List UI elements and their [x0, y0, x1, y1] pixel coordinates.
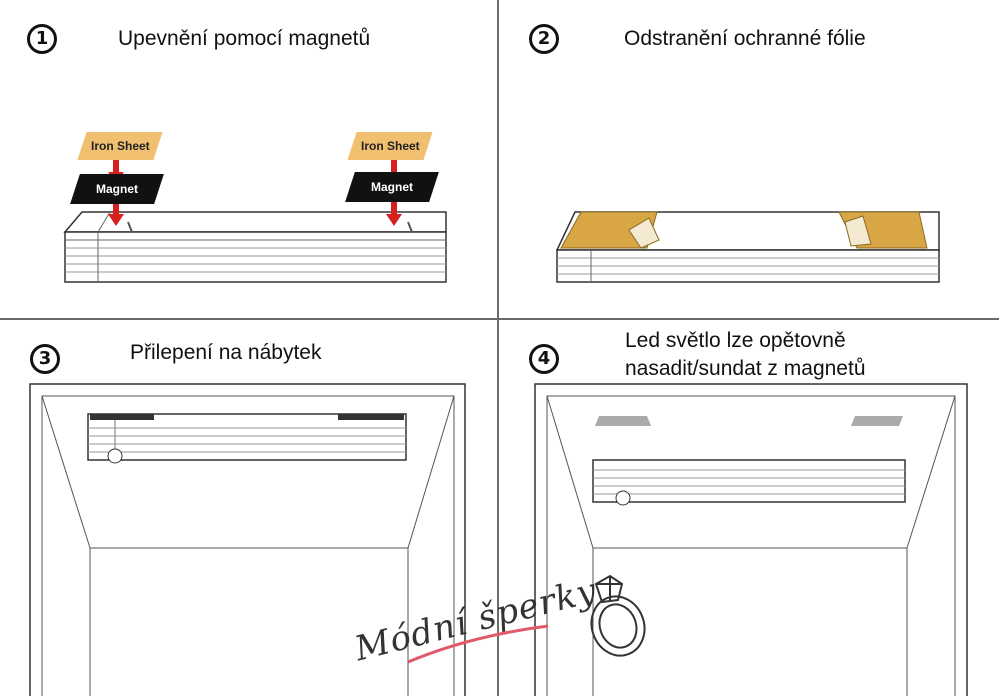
- magnet-mount-illustration: [63, 160, 447, 283]
- step-1-panel: 1 Upevnění pomocí magnetů Iron Sheet Mag…: [0, 0, 497, 318]
- iron-sheet-label-right: Iron Sheet: [347, 132, 433, 160]
- step-3-panel: 3 Přilepení na nábytek: [0, 320, 497, 696]
- magnet-label-right: Magnet: [345, 172, 439, 202]
- step-2-panel: 2 Odstranění ochranné fólie: [499, 0, 999, 318]
- remove-film-illustration: [555, 211, 940, 283]
- magnet-label-left: Magnet: [70, 174, 164, 204]
- iron-sheet-label-left: Iron Sheet: [77, 132, 163, 160]
- step-title: Odstranění ochranné fólie: [624, 27, 866, 50]
- step-title: Přilepení na nábytek: [130, 341, 322, 364]
- step-number-badge: 1: [27, 24, 57, 54]
- horizontal-divider: [0, 318, 999, 320]
- step-title-line2: nasadit/sundat z magnetů: [625, 357, 866, 380]
- furniture-mount-illustration: [29, 383, 466, 696]
- step-number-badge: 4: [529, 344, 559, 374]
- vertical-divider: [497, 0, 499, 696]
- step-title: Upevnění pomocí magnetů: [118, 27, 371, 50]
- step-title-line1: Led světlo lze opětovně: [625, 329, 846, 352]
- reattach-illustration: [534, 383, 968, 696]
- step-number-badge: 2: [529, 24, 559, 54]
- step-4-panel: 4 Led světlo lze opětovně nasadit/sundat…: [499, 320, 999, 696]
- step-number-badge: 3: [30, 344, 60, 374]
